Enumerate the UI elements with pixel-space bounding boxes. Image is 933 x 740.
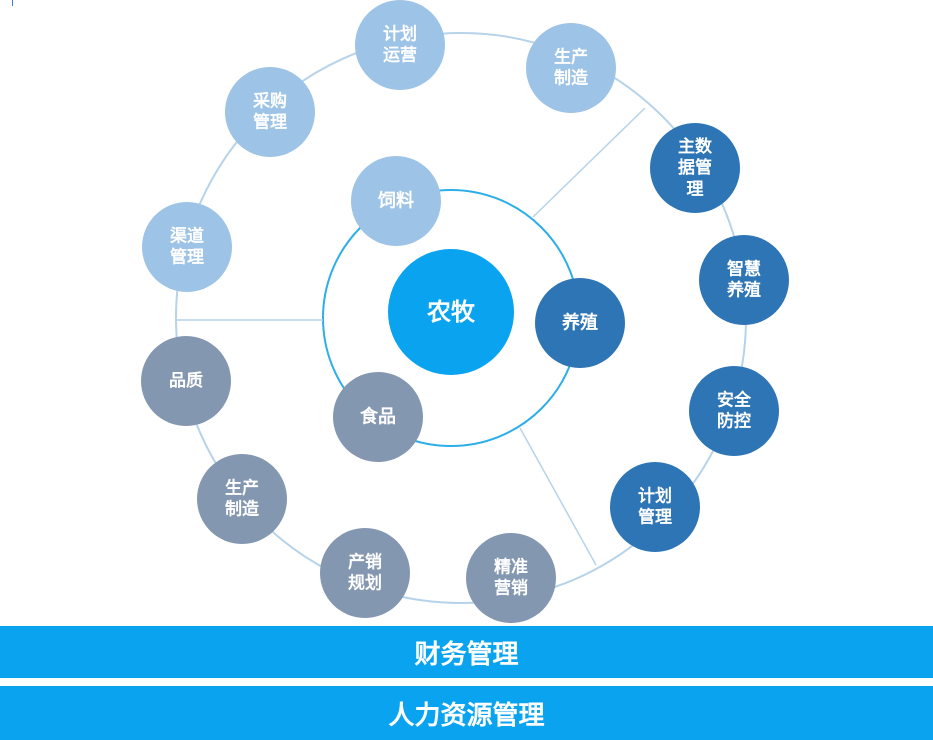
outer-node-precision-marketing-label: 营销	[494, 578, 528, 599]
outer-node-channel-circle	[142, 202, 232, 292]
outer-node-production-bottom-circle	[197, 454, 287, 544]
outer-node-plan-mgmt-label: 管理	[638, 507, 672, 528]
outer-node-smart-breeding-label: 智慧	[727, 258, 761, 279]
outer-node-production-top-circle	[526, 23, 616, 113]
finance-management-band[interactable]: 财务管理	[0, 626, 933, 678]
outer-node-plan-ops-circle	[355, 0, 445, 90]
outer-node-safety-label: 防控	[717, 411, 751, 432]
inner-node-breeding[interactable]: 养殖	[535, 278, 625, 368]
finance-management-label: 财务管理	[414, 639, 519, 670]
outer-node-purchasing-circle	[225, 67, 315, 157]
inner-node-feed-label: 饲料	[377, 190, 414, 212]
outer-node-master-data-label: 理	[687, 179, 704, 199]
divider-bottom	[519, 427, 597, 566]
center-node-label: 农牧	[426, 298, 476, 326]
outer-node-quality-label: 品质	[169, 371, 203, 391]
inner-node-feed[interactable]: 饲料	[351, 156, 441, 246]
outer-node-production-bottom-label: 制造	[225, 499, 260, 520]
outer-node-production-top-label: 生产	[554, 46, 588, 67]
outer-node-prod-sales-plan-label: 产销	[348, 551, 382, 572]
outer-node-safety-label: 安全	[717, 389, 752, 410]
outer-node-master-data-label: 主数	[678, 136, 713, 157]
inner-node-food[interactable]: 食品	[333, 372, 423, 462]
hr-management-label: 人力资源管理	[388, 700, 545, 731]
outer-node-purchasing-label: 采购	[252, 90, 287, 111]
module-nodes: 计划运营生产制造主数据管理智慧养殖安全防控计划管理精准营销产销规划生产制造品质渠…	[141, 0, 789, 623]
outer-node-precision-marketing-label: 精准	[494, 556, 528, 577]
center-node[interactable]: 农牧	[388, 249, 514, 375]
outer-node-plan-mgmt-circle	[610, 462, 700, 552]
outer-node-prod-sales-plan-circle	[320, 528, 410, 618]
hr-management-band[interactable]: 人力资源管理	[0, 686, 933, 740]
inner-node-food-label: 食品	[359, 406, 396, 428]
outer-node-plan-ops-label: 计划	[383, 23, 417, 44]
outer-node-precision-marketing-circle	[466, 533, 556, 623]
outer-node-production-bottom-label: 生产	[225, 477, 259, 498]
outer-node-quality[interactable]: 品质	[141, 336, 231, 426]
outer-node-smart-breeding-label: 养殖	[726, 280, 761, 301]
center-node-circle	[388, 249, 514, 375]
inner-node-feed-circle	[351, 156, 441, 246]
outer-node-master-data-label: 据管	[678, 157, 712, 178]
outer-node-master-data-circle	[650, 123, 740, 213]
outer-node-quality-circle	[141, 336, 231, 426]
divider-top-right	[532, 107, 646, 218]
inner-node-breeding-circle	[535, 278, 625, 368]
inner-node-breeding-label: 养殖	[561, 312, 598, 334]
inner-node-food-circle	[333, 372, 423, 462]
outer-node-plan-ops-label: 运营	[383, 45, 417, 66]
outer-node-channel-label: 管理	[170, 247, 204, 268]
agriculture-module-diagram: 计划运营生产制造主数据管理智慧养殖安全防控计划管理精准营销产销规划生产制造品质渠…	[141, 0, 789, 623]
outer-node-purchasing-label: 管理	[253, 112, 287, 133]
outer-node-safety-circle	[689, 366, 779, 456]
outer-node-production-top-label: 制造	[554, 68, 589, 89]
outer-node-channel-label: 渠道	[169, 225, 204, 246]
outer-node-prod-sales-plan-label: 规划	[348, 573, 382, 594]
outer-node-smart-breeding-circle	[699, 235, 789, 325]
corner-mark	[12, 0, 13, 6]
outer-node-plan-mgmt-label: 计划	[638, 485, 672, 506]
